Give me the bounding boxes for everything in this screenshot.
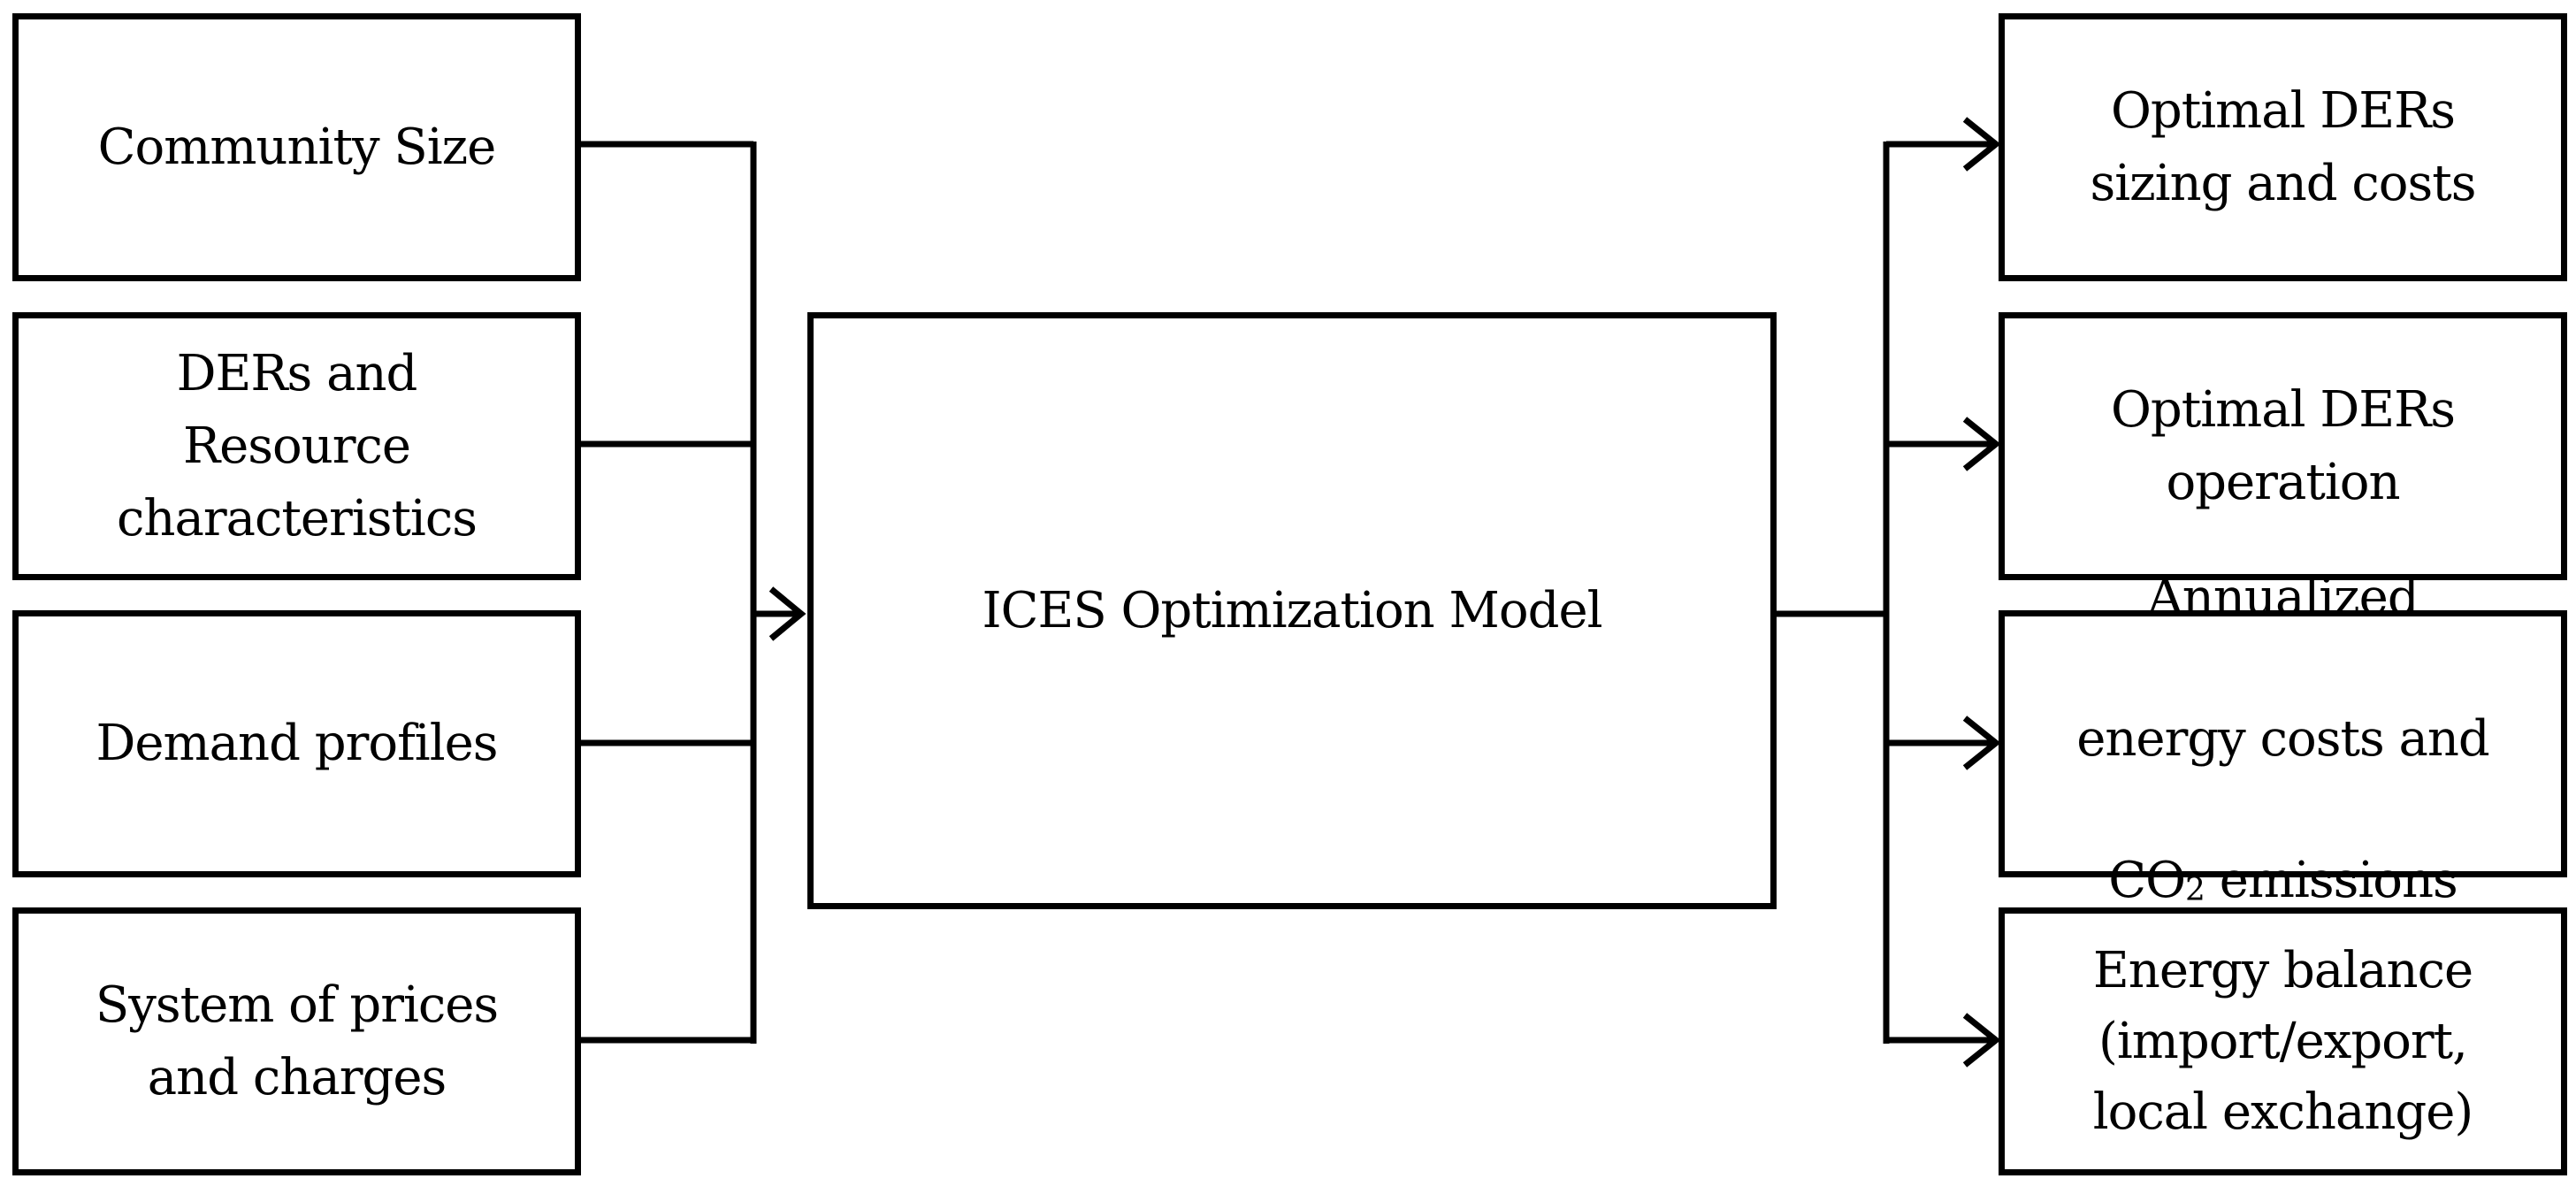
output-box-operation: Optimal DERs operation — [1999, 312, 2567, 580]
annualized-line-2: energy costs and — [2076, 709, 2490, 768]
output-label-energy-balance: Energy balance (import/export, local exc… — [2092, 941, 2474, 1141]
annualized-line-1: Annualized — [2147, 568, 2419, 626]
arrowhead-to-model — [768, 586, 806, 641]
input-label-demand-profiles: Demand profiles — [96, 715, 499, 772]
annualized-line-3: CO2 emissions — [2076, 846, 2489, 926]
output-box-energy-balance: Energy balance (import/export, local exc… — [1999, 907, 2567, 1175]
emissions-text: emissions — [2204, 851, 2458, 909]
output-box-sizing-costs: Optimal DERs sizing and costs — [1999, 13, 2567, 281]
input-box-community-size: Community Size — [12, 13, 581, 281]
input-box-ders-resource: DERs and Resource characteristics — [12, 312, 581, 580]
output-label-sizing-costs: Optimal DERs sizing and costs — [2090, 81, 2477, 212]
model-label: ICES Optimization Model — [982, 581, 1602, 639]
input-label-prices-charges: System of prices and charges — [95, 976, 499, 1106]
arrowhead-energy-balance — [1962, 1013, 2001, 1068]
input-box-prices-charges: System of prices and charges — [12, 907, 581, 1175]
output-label-operation: Optimal DERs operation — [2110, 380, 2456, 511]
arrowhead-operation — [1962, 417, 2001, 471]
output-label-annualized: Annualized energy costs and CO2 emission… — [2076, 492, 2490, 997]
arrowhead-annualized — [1962, 716, 2001, 770]
input-label-community-size: Community Size — [97, 118, 497, 176]
co-text: CO — [2108, 851, 2186, 909]
arrowhead-sizing-costs — [1962, 117, 2001, 172]
co2-subscript: 2 — [2185, 871, 2205, 908]
output-box-annualized: Annualized energy costs and CO2 emission… — [1999, 569, 2567, 909]
model-box: ICES Optimization Model — [807, 312, 1777, 909]
input-box-demand-profiles: Demand profiles — [12, 610, 581, 877]
input-label-ders-resource: DERs and Resource characteristics — [117, 344, 478, 547]
